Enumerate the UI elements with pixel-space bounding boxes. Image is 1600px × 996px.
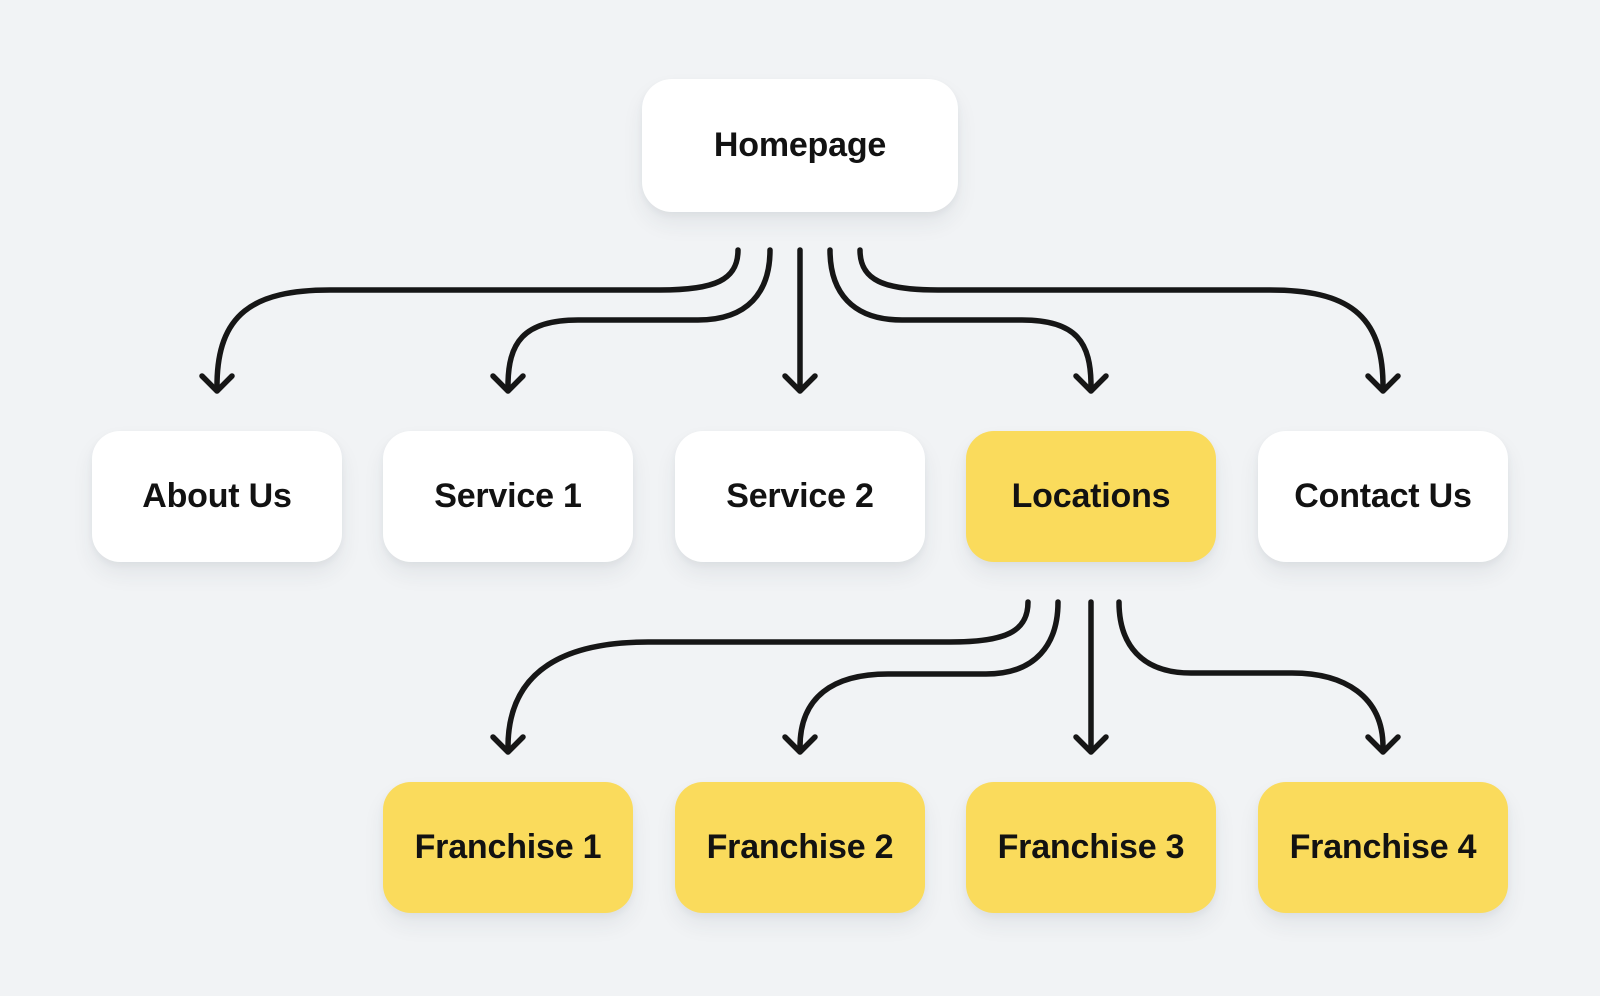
node-label: Service 2 bbox=[726, 477, 874, 515]
arrowhead-icon bbox=[199, 373, 235, 394]
arrow-homepage-to-service-2 bbox=[782, 247, 818, 394]
node-label: Franchise 3 bbox=[997, 828, 1185, 866]
node-franchise-1: Franchise 1 bbox=[383, 782, 633, 913]
node-label: Homepage bbox=[713, 126, 887, 164]
arrow-locations-to-franchise-1 bbox=[490, 599, 1031, 755]
node-label: Franchise 1 bbox=[414, 828, 602, 866]
node-locations: Locations bbox=[966, 431, 1216, 562]
node-service-1: Service 1 bbox=[383, 431, 633, 562]
node-label: Franchise 2 bbox=[706, 828, 894, 866]
arrowhead-icon bbox=[1365, 734, 1401, 755]
node-label: Locations bbox=[1011, 477, 1171, 515]
node-service-2: Service 2 bbox=[675, 431, 925, 562]
node-homepage: Homepage bbox=[642, 79, 958, 212]
node-franchise-2: Franchise 2 bbox=[675, 782, 925, 913]
arrowhead-icon bbox=[782, 734, 818, 755]
arrow-homepage-to-service-1 bbox=[490, 247, 773, 394]
node-label: About Us bbox=[142, 477, 292, 515]
arrow-locations-to-franchise-3 bbox=[1073, 599, 1109, 755]
arrowhead-icon bbox=[1073, 373, 1109, 394]
arrowhead-icon bbox=[1365, 373, 1401, 394]
node-franchise-4: Franchise 4 bbox=[1258, 782, 1508, 913]
arrowhead-icon bbox=[1073, 734, 1109, 755]
node-about-us: About Us bbox=[92, 431, 342, 562]
arrow-locations-to-franchise-2 bbox=[782, 599, 1061, 755]
arrowhead-icon bbox=[490, 373, 526, 394]
arrowhead-icon bbox=[782, 373, 818, 394]
arrowhead-icon bbox=[490, 734, 526, 755]
arrow-homepage-to-contact-us bbox=[857, 247, 1401, 394]
arrow-homepage-to-about-us bbox=[199, 247, 741, 394]
node-label: Contact Us bbox=[1294, 477, 1472, 515]
arrow-locations-to-franchise-4 bbox=[1116, 599, 1401, 755]
node-franchise-3: Franchise 3 bbox=[966, 782, 1216, 913]
arrow-homepage-to-locations bbox=[827, 247, 1109, 394]
node-contact-us: Contact Us bbox=[1258, 431, 1508, 562]
node-label: Franchise 4 bbox=[1289, 828, 1477, 866]
node-label: Service 1 bbox=[434, 477, 582, 515]
